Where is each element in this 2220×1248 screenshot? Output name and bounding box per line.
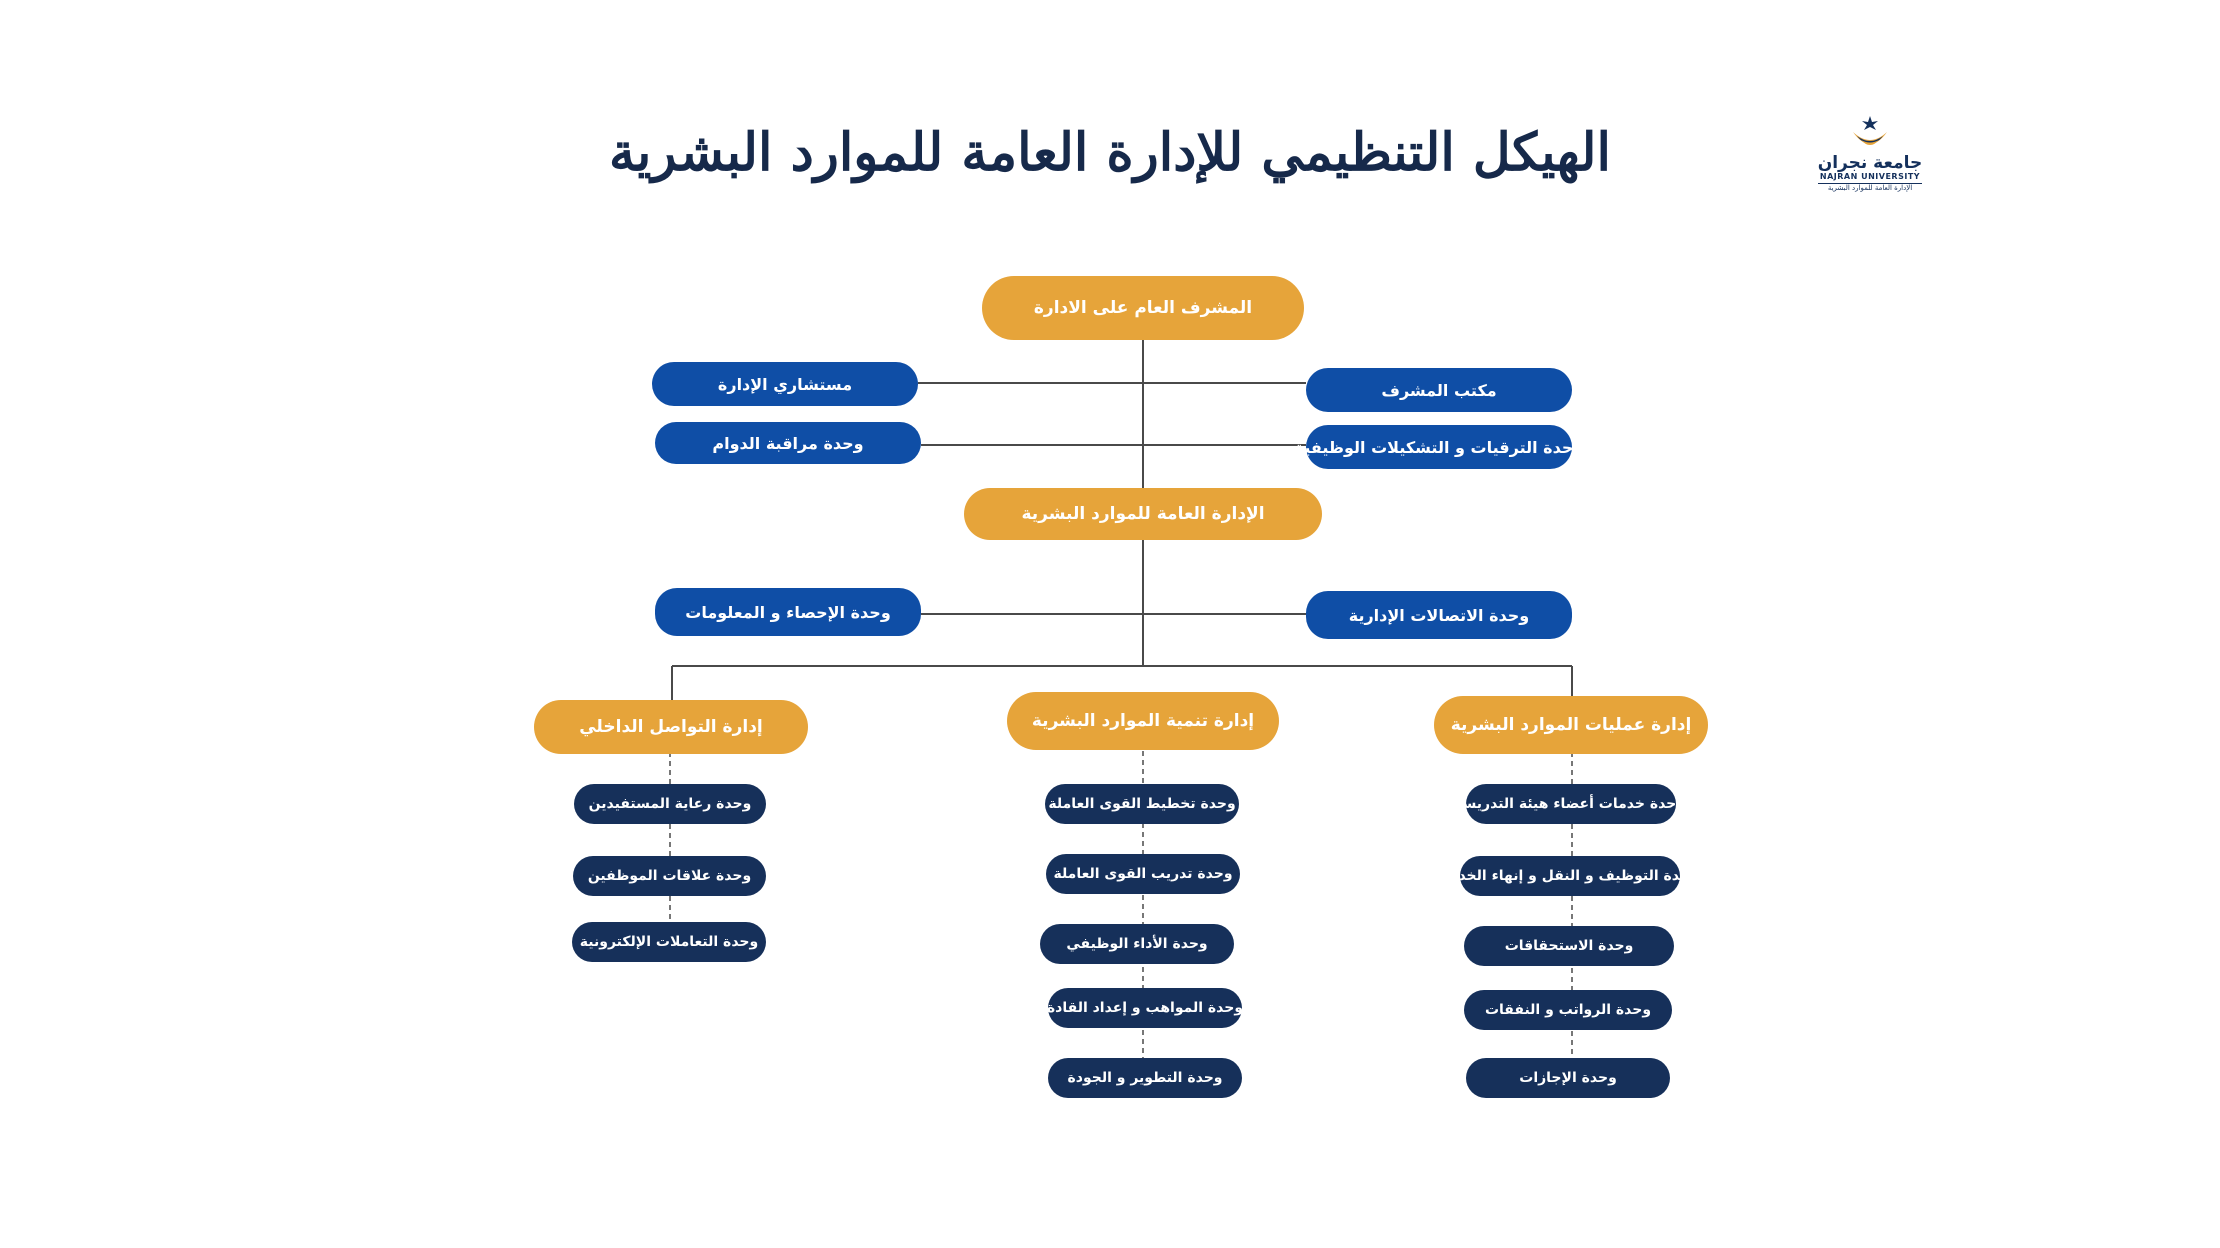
unit-entitlements: وحدة الاستحقاقات bbox=[1464, 926, 1674, 966]
unit-beneficiary-care: وحدة رعاية المستفيدين bbox=[574, 784, 766, 824]
unit-e-transactions: وحدة التعاملات الإلكترونية bbox=[572, 922, 766, 962]
unit-faculty-services: وحدة خدمات أعضاء هيئة التدريس bbox=[1457, 784, 1685, 824]
unit-leaves: وحدة الإجازات bbox=[1466, 1058, 1670, 1098]
unit-employee-relations: وحدة علاقات الموظفين bbox=[573, 856, 766, 896]
general-admin-box: الإدارة العامة للموارد البشرية bbox=[964, 488, 1322, 540]
dept-internal-communication: إدارة التواصل الداخلي bbox=[534, 700, 808, 754]
logo-subtitle: الإدارة العامة للموارد البشرية bbox=[1818, 183, 1922, 193]
unit-development-quality: وحدة التطوير و الجودة bbox=[1048, 1058, 1242, 1098]
unit-workforce-training: وحدة تدريب القوى العاملة bbox=[1046, 854, 1240, 894]
logo-english-name: NAJRAN UNIVERSITY bbox=[1819, 172, 1921, 181]
promotions-unit-box: وحدة الترقيات و التشكيلات الوظيفية bbox=[1295, 425, 1583, 469]
attendance-unit-box: وحدة مراقبة الدوام bbox=[655, 422, 921, 464]
dept-hr-operations: إدارة عمليات الموارد البشرية bbox=[1434, 696, 1708, 754]
palm-emblem-icon bbox=[1853, 116, 1887, 145]
university-logo: جامعة نجران NAJRAN UNIVERSITY الإدارة ال… bbox=[1800, 112, 1940, 212]
top-supervisor-box: المشرف العام على الادارة bbox=[982, 276, 1304, 340]
communications-unit-box: وحدة الاتصالات الإدارية bbox=[1306, 591, 1572, 639]
advisors-box: مستشاري الإدارة bbox=[652, 362, 918, 406]
supervisor-office-box: مكتب المشرف bbox=[1306, 368, 1572, 412]
unit-job-performance: وحدة الأداء الوظيفي bbox=[1040, 924, 1234, 964]
unit-hiring-transfer-termination: وحدة التوظيف و النقل و إنهاء الخدمة bbox=[1441, 856, 1699, 896]
statistics-unit-box: وحدة الإحصاء و المعلومات bbox=[655, 588, 921, 636]
unit-workforce-planning: وحدة تخطيط القوى العاملة bbox=[1045, 784, 1239, 824]
logo-arabic-name: جامعة نجران bbox=[1817, 153, 1923, 173]
unit-talent-leadership: وحدة المواهب و إعداد القادة bbox=[1047, 988, 1243, 1028]
unit-salaries-expenses: وحدة الرواتب و النفقات bbox=[1464, 990, 1672, 1030]
dept-hr-development: إدارة تنمية الموارد البشرية bbox=[1007, 692, 1279, 750]
page-title: الهيكل التنظيمي للإدارة العامة للموارد ا… bbox=[609, 122, 1611, 183]
